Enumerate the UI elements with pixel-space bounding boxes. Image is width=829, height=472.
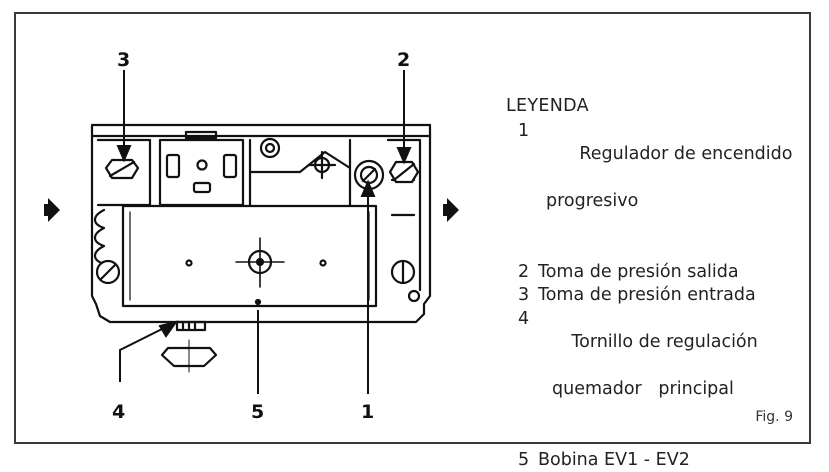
legend-item-text: Bobina EV1 - EV2 <box>538 449 690 472</box>
legend-item-text: Toma de presión salida <box>538 261 739 285</box>
legend-item-number: 3 <box>518 284 538 308</box>
connector-block <box>160 140 243 205</box>
legend-item-number: 5 <box>518 449 538 472</box>
figure-label: Fig. 9 <box>755 409 793 425</box>
main-burner-adjust-screw <box>177 322 205 330</box>
legend-item-number: 1 <box>506 120 546 261</box>
legend-item-text-continued: progresivo <box>546 190 792 214</box>
legend-item-text-continued: quemador principal <box>552 378 758 402</box>
legend-item-text: Tornillo de regulación <box>571 332 757 352</box>
legend-item: 5 Bobina EV1 - EV2 <box>506 449 792 472</box>
callout-3: 3 <box>117 49 130 71</box>
legend-item-text: Toma de presión entrada <box>538 284 756 308</box>
callout-2: 2 <box>397 49 410 71</box>
legend: LEYENDA 1 Regulador de encendido progres… <box>506 95 792 472</box>
legend-item: 1 Regulador de encendido progresivo <box>506 120 792 261</box>
legend-item-number: 4 <box>518 308 538 449</box>
legend-item-text: Regulador de encendido <box>579 144 792 164</box>
legend-item: 3 Toma de presión entrada <box>506 284 792 308</box>
callout-4: 4 <box>112 401 125 423</box>
callout-5: 5 <box>251 401 264 423</box>
legend-item: 2 Toma de presión salida <box>506 261 792 285</box>
legend-title: LEYENDA <box>506 95 792 119</box>
legend-item-number: 2 <box>518 261 538 285</box>
legend-item: 4 Tornillo de regulación quemador princi… <box>506 308 792 449</box>
callout-1: 1 <box>361 401 374 423</box>
